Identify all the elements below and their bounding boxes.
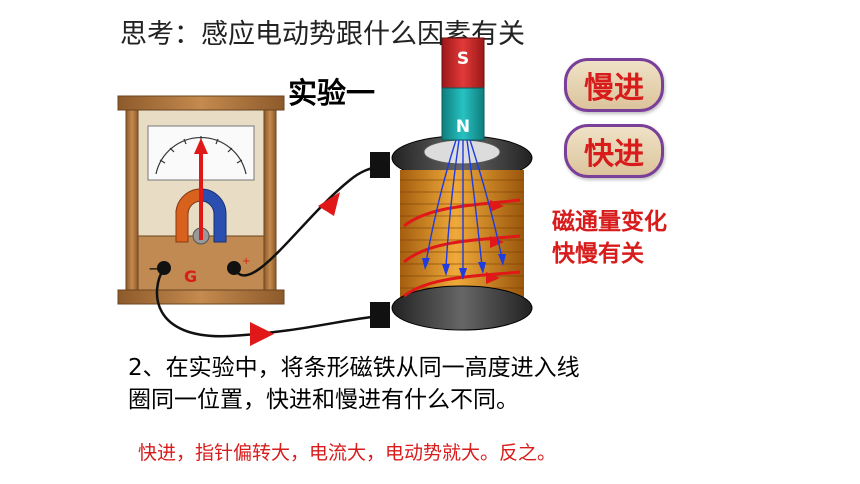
minus-sign: − <box>148 259 161 278</box>
flux-note-line1: 磁通量变化 <box>552 209 667 235</box>
coil <box>370 135 533 331</box>
answer-text: 快进，指针偏转大，电流大，电动势就大。反之。 <box>138 442 557 464</box>
question-line2: 圈同一位置，快进和慢进有什么不同。 <box>128 387 519 413</box>
south-pole-label: S <box>457 49 469 69</box>
flux-note-line2: 快慢有关 <box>552 241 644 267</box>
wire-bottom <box>155 267 381 338</box>
galvanometer: − + G <box>117 95 285 305</box>
experiment-label: 实验一 <box>288 76 376 110</box>
galvanometer-label: G <box>184 267 197 286</box>
current-arrow-bottom <box>250 322 274 346</box>
bar-magnet: S N <box>441 37 485 141</box>
question-line1: 2、在实验中，将条形磁铁从同一高度进入线 <box>128 355 580 381</box>
flux-note: 磁通量变化 快慢有关 <box>552 206 667 270</box>
field-lines <box>425 139 503 272</box>
fast-insert-button[interactable]: 快进 <box>564 124 664 178</box>
wire-top <box>232 164 381 277</box>
question-text: 2、在实验中，将条形磁铁从同一高度进入线 圈同一位置，快进和慢进有什么不同。 <box>128 352 580 416</box>
north-pole-label: N <box>456 117 470 137</box>
plus-sign: + <box>242 256 250 267</box>
slow-insert-button[interactable]: 慢进 <box>564 58 664 112</box>
current-arrow-top <box>318 192 340 216</box>
